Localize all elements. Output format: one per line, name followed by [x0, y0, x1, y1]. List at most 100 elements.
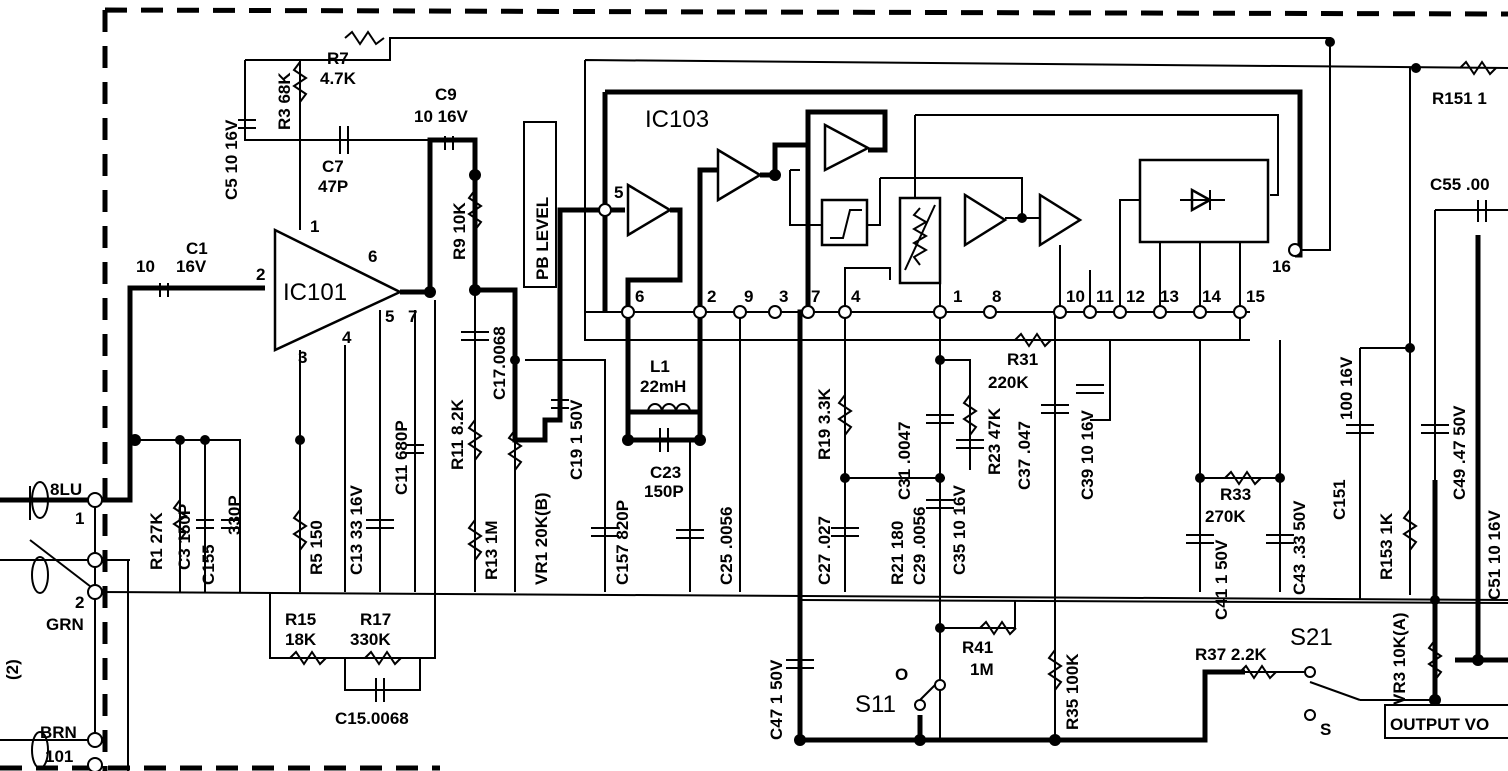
- c55-wires: [1434, 209, 1508, 480]
- c13-label: C13 33 16V: [347, 485, 366, 575]
- c47-label: C47 1 50V: [767, 659, 786, 740]
- r9-label: R9 10K: [450, 202, 469, 260]
- c49-label: C49 .47 50V: [1450, 405, 1469, 500]
- ic101-pin: 4: [342, 328, 352, 347]
- c19-label: C19 1 50V: [567, 399, 586, 480]
- brn-label: BRN: [40, 723, 77, 742]
- junction-dots: [129, 37, 1484, 746]
- l1-c23-loop: [625, 312, 703, 443]
- c1-value: 10: [136, 257, 155, 276]
- output-vol-box: [1384, 704, 1508, 739]
- pb-level-box: [523, 121, 557, 288]
- ic103-pin: 3: [779, 287, 788, 306]
- r11-label: R11 8.2K: [448, 398, 467, 470]
- r41-resistor: [979, 620, 1017, 636]
- ic103-loop-1: [625, 207, 683, 312]
- pin2-label: 2: [75, 593, 84, 612]
- output-bold-wires: [1432, 235, 1508, 700]
- ic101-label: IC101: [283, 279, 347, 306]
- c151-label: C151: [1330, 479, 1349, 520]
- r1-resistor: [172, 499, 188, 541]
- ic101-pin: 7: [408, 307, 417, 326]
- r5-resistor: [292, 509, 308, 551]
- ic103-amp-1: [963, 192, 1008, 248]
- c55-label: C55 .00: [1430, 175, 1490, 194]
- var-resistor-symbol: [904, 204, 936, 271]
- r33-label: R33: [1220, 485, 1251, 504]
- r23-label: R23 47K: [985, 407, 1004, 475]
- l1-label: L1: [650, 357, 670, 376]
- r9-resistor: [467, 189, 483, 231]
- s21-label: S21: [1290, 624, 1333, 651]
- c29-label: C29 .0056: [910, 507, 929, 585]
- r41-label: R41: [962, 638, 993, 657]
- shield-ring-brn: [31, 731, 49, 769]
- shield-ring-grn: [31, 556, 49, 594]
- c43-label: C43 .33 50V: [1290, 500, 1309, 595]
- grn-label: GRN: [46, 615, 84, 634]
- ic103-pin: 4: [851, 287, 861, 306]
- r33-value: 270K: [1205, 507, 1246, 526]
- c23-value: 150P: [644, 482, 684, 501]
- ic103-pin: 10: [1066, 287, 1085, 306]
- ic103-buffer-3: [823, 122, 871, 173]
- r13-label: R13 1M: [482, 520, 501, 580]
- pb-level-label: PB LEVEL: [533, 197, 552, 280]
- ic103-pin: 9: [744, 287, 753, 306]
- comparator-symbol: [830, 209, 862, 239]
- ic103-pin: 13: [1160, 287, 1179, 306]
- s11-o-label: O: [895, 665, 908, 684]
- c5-wire: [244, 60, 440, 141]
- c31-label: C31 .0047: [895, 422, 914, 500]
- ic103-pin: 8: [992, 287, 1001, 306]
- r31-label: R31: [1007, 350, 1038, 369]
- connector-2-label: (2): [3, 659, 22, 680]
- ic103-pin: 5: [614, 183, 623, 202]
- ic103-pin: 12: [1126, 287, 1145, 306]
- ic103-buffer-2: [716, 147, 763, 203]
- ic103-buffer-1: [626, 182, 673, 238]
- ic103-aux: [789, 169, 825, 226]
- r33-resistor: [1224, 470, 1262, 486]
- l1-inductor: [647, 403, 691, 413]
- c155-value: 330P: [225, 495, 244, 535]
- ic101-pin: 6: [368, 247, 377, 266]
- r35-resistor: [1047, 649, 1063, 691]
- c3-label: C3 150P: [175, 504, 194, 570]
- c157-label: C157 820P: [613, 500, 632, 585]
- c151-value: 100 16V: [1337, 356, 1356, 420]
- ic103-pin: 14: [1202, 287, 1221, 306]
- ic103-pin: 1: [953, 287, 962, 306]
- r9-to-pb-level: [472, 175, 625, 443]
- connector-wires: [0, 486, 96, 741]
- ic103-pin: 2: [707, 287, 716, 306]
- s21-switch: [1245, 671, 1435, 701]
- ic103-pin-wires: [844, 199, 1241, 312]
- l1-value: 22mH: [640, 377, 686, 396]
- ic101-pin: 1: [310, 217, 319, 236]
- c9-value: 10 16V: [414, 107, 469, 126]
- c17-label: C17.0068: [490, 326, 509, 400]
- r15-value: 18K: [285, 630, 317, 649]
- s21-s-label: S: [1320, 720, 1331, 739]
- c9-label: C9: [435, 85, 457, 104]
- shield-wire: [29, 539, 96, 591]
- r7-resistor: [344, 30, 385, 46]
- c1-voltage: 16V: [176, 257, 207, 276]
- c25-wires: [689, 312, 741, 592]
- c41-label: C41 1 50V: [1212, 539, 1231, 620]
- r153-resistor: [1402, 509, 1418, 551]
- comparator-block: [820, 198, 869, 247]
- c11-label: C11 680P: [392, 420, 411, 495]
- c25-label: C25 .0056: [717, 507, 736, 585]
- r17-resistor: [364, 650, 402, 666]
- vr3-label: VR3 10K(A): [1390, 612, 1409, 705]
- ic103-pin: 6: [635, 287, 644, 306]
- ground-bus-right: [799, 599, 1508, 604]
- r7-value: 4.7K: [320, 69, 357, 88]
- ic101-pin: 2: [256, 265, 265, 284]
- shield-ring-blu: [31, 481, 49, 519]
- c15-label: C15.0068: [335, 709, 409, 728]
- r11-resistor: [467, 419, 483, 461]
